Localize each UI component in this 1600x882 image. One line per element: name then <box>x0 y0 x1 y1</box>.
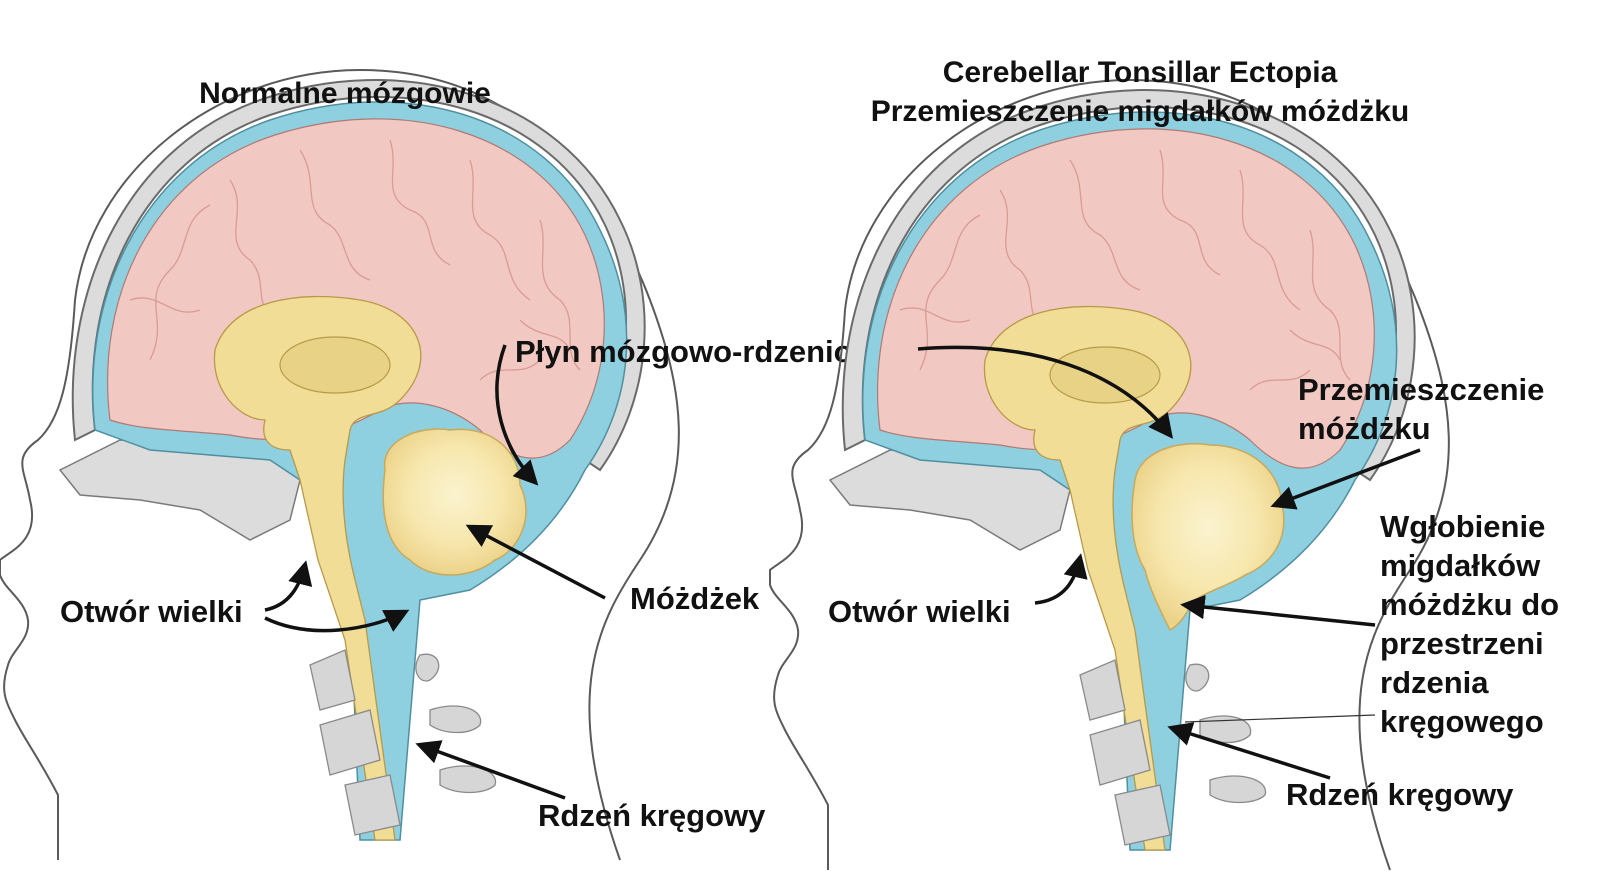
arrow-spinal-cord-left <box>415 740 566 800</box>
label-herniation-line5: rdzenia <box>1380 665 1489 700</box>
label-displacement-line1: Przemieszczenie <box>1298 372 1544 407</box>
arrow-csf-left <box>495 344 539 486</box>
arrow-herniation <box>1180 594 1376 627</box>
arrow-foramen-left-1 <box>264 560 313 612</box>
arrow-displacement <box>1270 448 1421 510</box>
label-foramen-right: Otwór wielki <box>828 594 1011 629</box>
left-panel: Normalne mózgowie Płyn mózgowo-rdzeniowy… <box>0 69 895 861</box>
arrow-csf-right <box>917 345 1173 439</box>
normal-brain-illustration <box>0 69 680 861</box>
label-csf: Płyn mózgowo-rdzeniowy <box>515 334 895 369</box>
label-herniation-line2: migdałków <box>1380 548 1541 583</box>
label-spinal-cord-right: Rdzeń kręgowy <box>1286 777 1514 812</box>
left-title: Normalne mózgowie <box>199 77 491 110</box>
arrow-cerebellum <box>465 524 606 600</box>
label-displacement-line2: móżdżku <box>1298 411 1431 446</box>
ectopia-brain-illustration <box>769 79 1450 871</box>
pointer-line-herniation <box>1184 714 1376 723</box>
label-herniation-line3: móżdżku do <box>1380 587 1559 622</box>
right-title-line1: Cerebellar Tonsillar Ectopia <box>943 56 1338 89</box>
label-foramen-left: Otwór wielki <box>60 594 243 629</box>
arrow-foramen-left-2 <box>264 609 410 633</box>
right-title-line2: Przemieszczenie migdałków móżdżku <box>871 95 1410 128</box>
cerebellum-displaced <box>1131 443 1285 632</box>
arrow-foramen-right <box>1034 553 1088 605</box>
arrow-spinal-cord-right <box>1167 722 1331 780</box>
cerebellum-normal <box>382 428 527 576</box>
label-spinal-cord-left: Rdzeń kręgowy <box>538 798 766 833</box>
right-panel: Cerebellar Tonsillar Ectopia Przemieszcz… <box>769 56 1559 871</box>
label-cerebellum: Móżdżek <box>630 581 760 616</box>
label-herniation-line1: Wgłobienie <box>1380 509 1545 544</box>
label-herniation-line6: kręgowego <box>1380 704 1544 739</box>
label-herniation-line4: przestrzeni <box>1380 626 1544 661</box>
